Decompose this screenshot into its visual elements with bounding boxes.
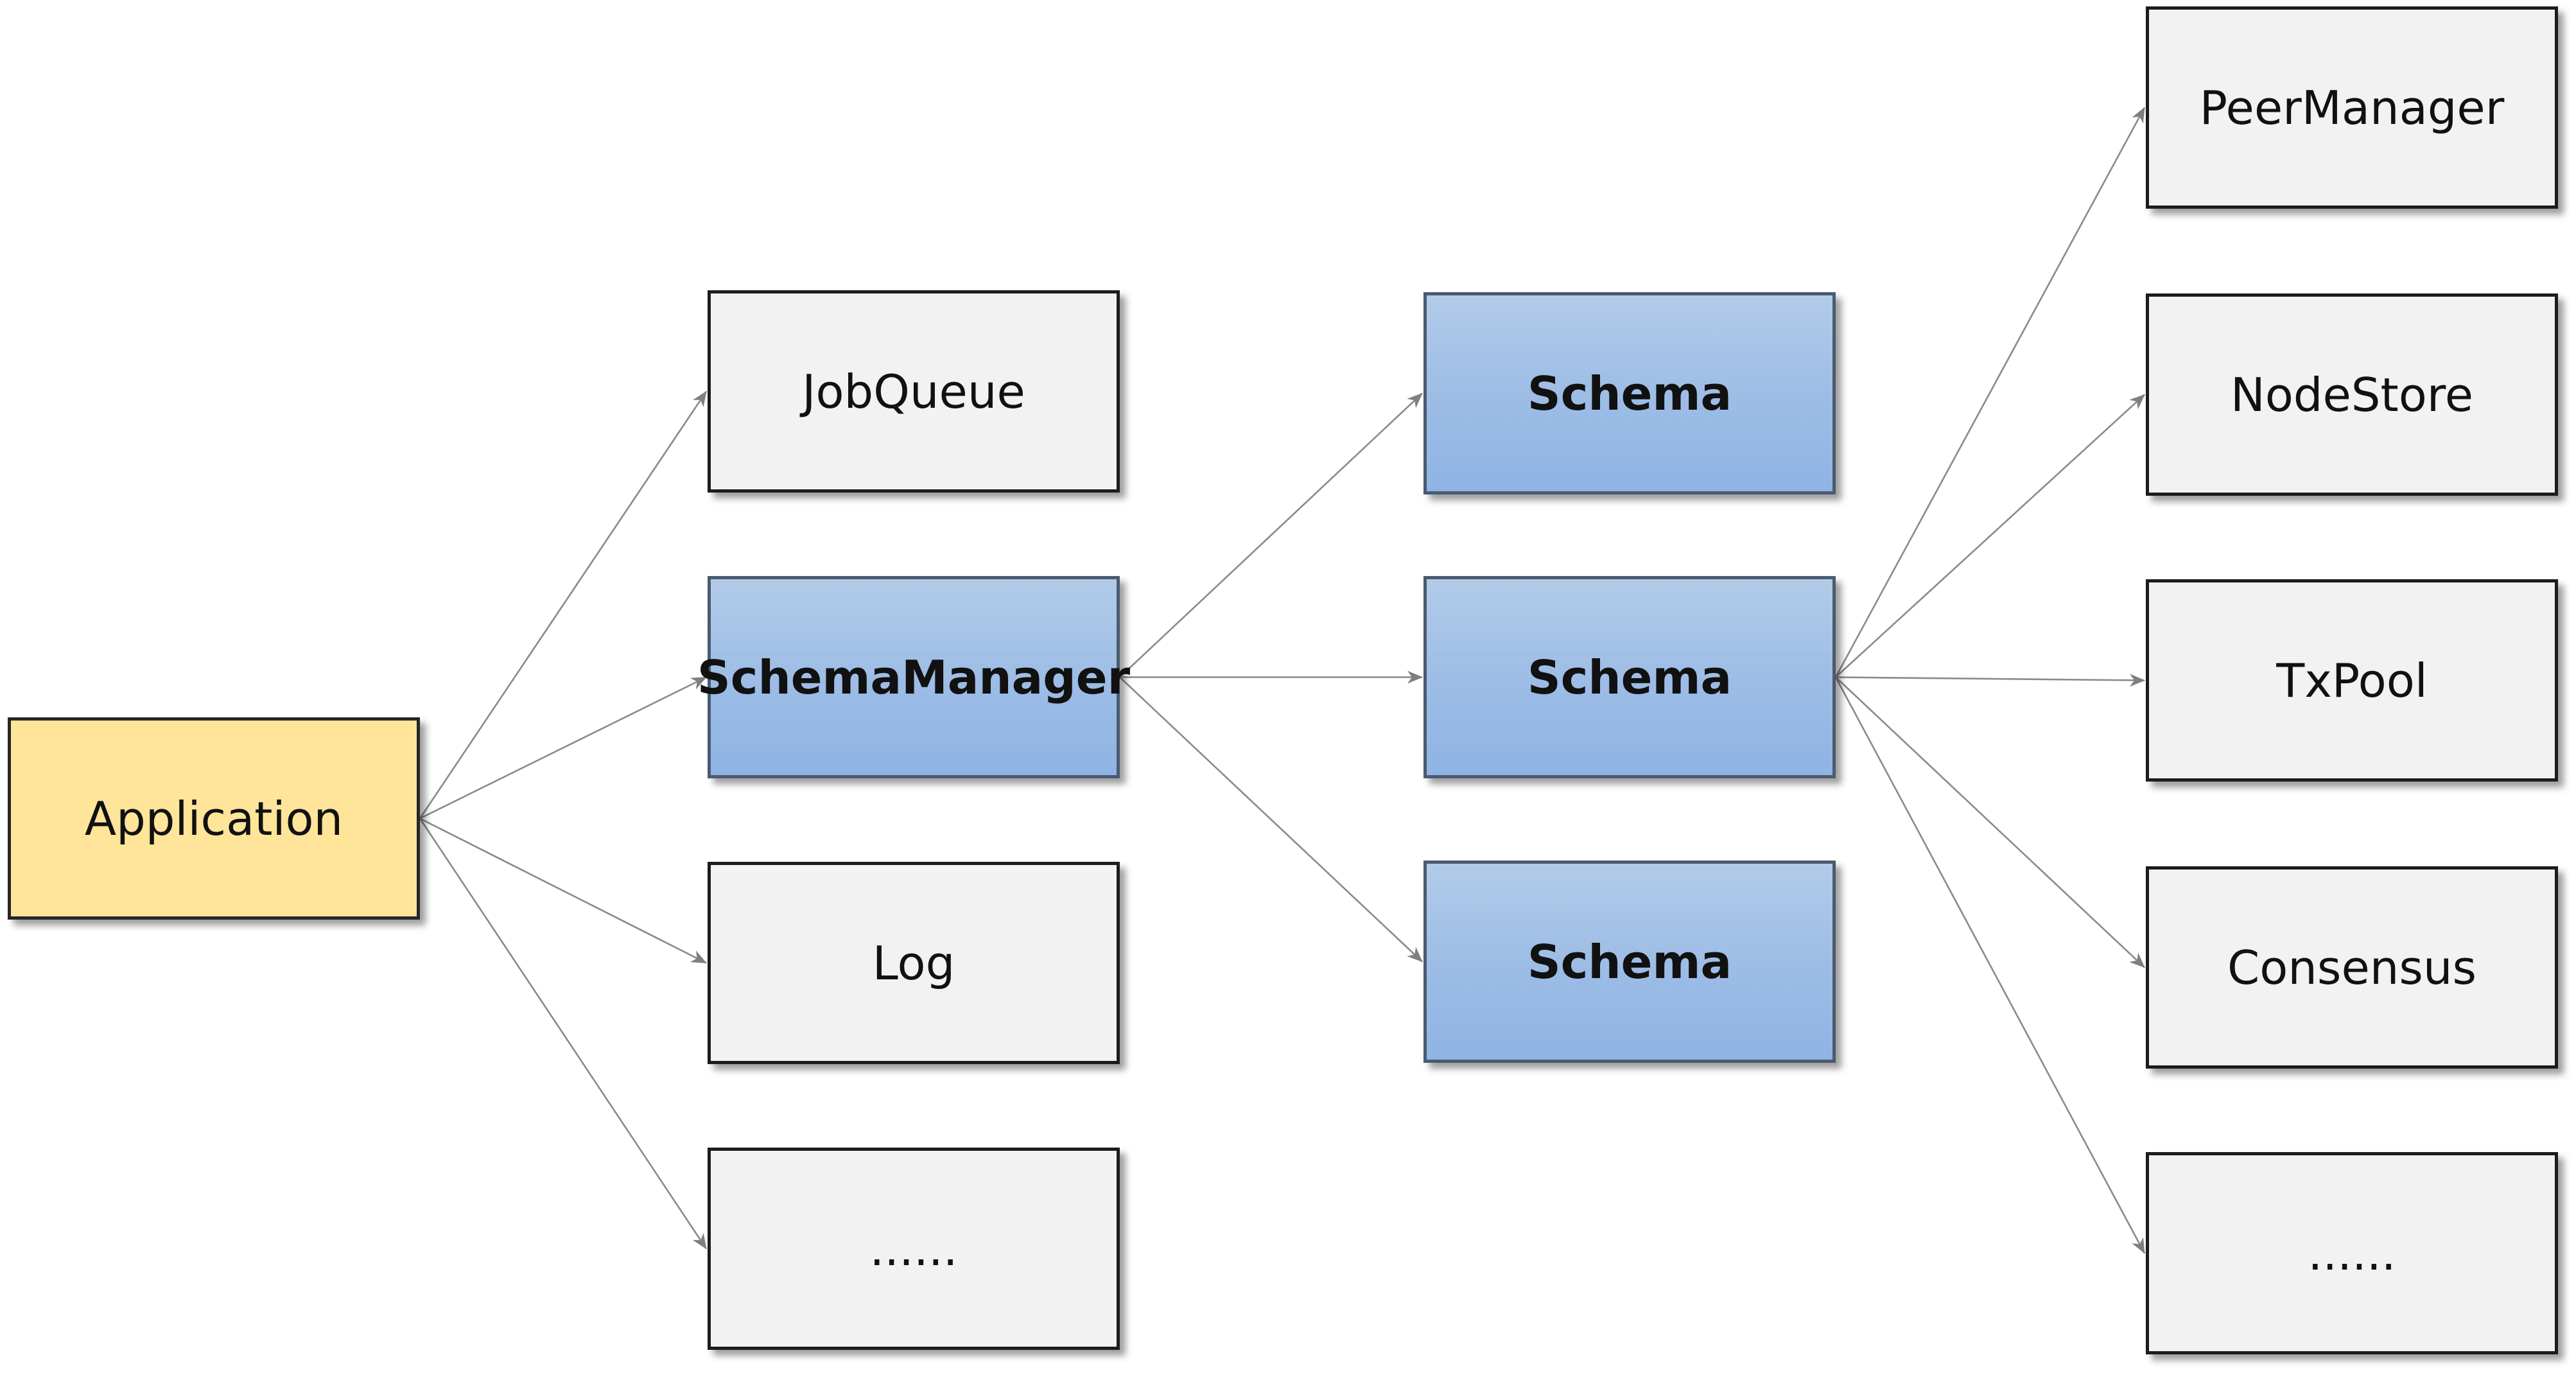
ellipsis-node-middle: ......: [708, 1148, 1120, 1350]
edge-application-to-more_mid: [419, 818, 708, 1250]
schemamanager-node: SchemaManager: [697, 576, 1130, 778]
peermanager-node: PeerManager: [2146, 6, 2558, 209]
jobqueue-node: JobQueue: [708, 290, 1120, 493]
schema-node-3: Schema: [1423, 861, 1836, 1063]
edge-schema_2-to-nodestore: [1835, 394, 2145, 678]
edge-application-to-schemamanager: [419, 676, 707, 819]
edge-application-to-jobqueue: [419, 390, 708, 819]
schema-node-2: Schema: [1423, 576, 1836, 778]
ellipsis-node-right: ......: [2146, 1152, 2558, 1354]
edge-schema_2-to-consensus: [1835, 676, 2145, 968]
nodestore-node: NodeStore: [2146, 293, 2558, 496]
edge-schema_2-to-more_right: [1834, 676, 2146, 1254]
consensus-node: Consensus: [2146, 866, 2558, 1069]
schema-node-1: Schema: [1423, 292, 1836, 494]
txpool-node: TxPool: [2146, 579, 2558, 782]
edge-application-to-log: [419, 818, 707, 964]
edge-schemamanager-to-schema_3: [1119, 676, 1423, 963]
edge-schemamanager-to-schema_1: [1119, 392, 1423, 678]
application-node: Application: [8, 717, 420, 920]
edge-schema_2-to-peermanager: [1834, 107, 2146, 678]
edge-schema_2-to-txpool: [1835, 674, 2145, 687]
log-node: Log: [708, 862, 1120, 1064]
